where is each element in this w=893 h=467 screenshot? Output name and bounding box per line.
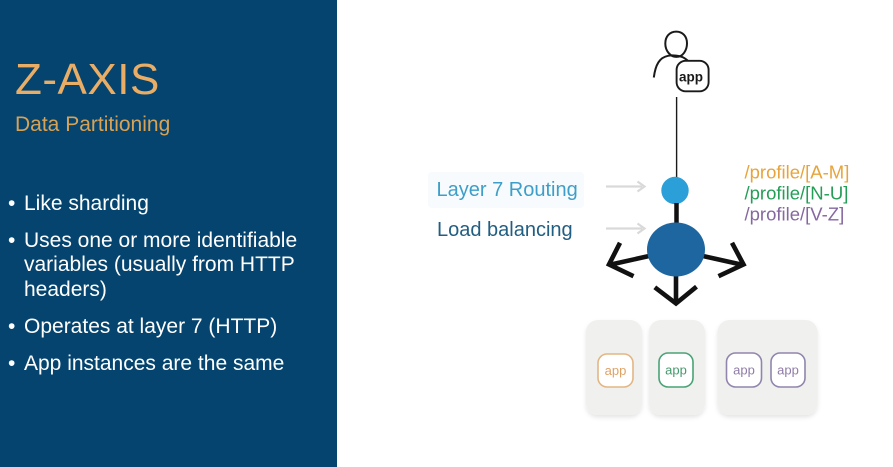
- svg-text:app: app: [679, 70, 703, 85]
- svg-text:app: app: [665, 363, 687, 378]
- svg-text:/profile/[A-M]: /profile/[A-M]: [745, 162, 850, 183]
- svg-text:app: app: [777, 363, 799, 378]
- svg-text:app: app: [605, 363, 627, 378]
- svg-text:Layer 7 Routing: Layer 7 Routing: [437, 179, 578, 201]
- svg-text:Load balancing: Load balancing: [437, 219, 573, 241]
- svg-text:/profile/[V-Z]: /profile/[V-Z]: [745, 204, 845, 225]
- svg-text:/profile/[N-U]: /profile/[N-U]: [745, 183, 849, 204]
- svg-text:app: app: [733, 363, 755, 378]
